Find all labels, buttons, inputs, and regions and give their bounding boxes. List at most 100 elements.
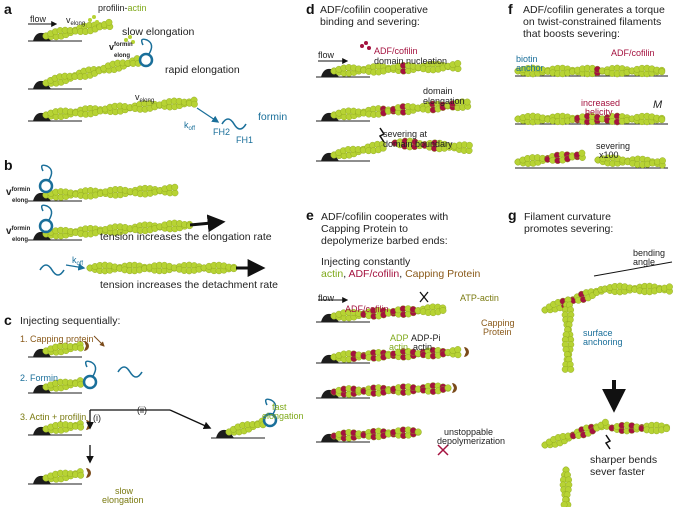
panel-g-bending: bending — [633, 248, 666, 258]
panel-c-branch-ii: (ii) — [137, 405, 147, 415]
panel-a-rapid-elongation: rapid elongation — [165, 64, 240, 76]
panel-g-letter: g — [508, 207, 517, 223]
panel-a-letter: a — [4, 1, 12, 17]
actin-subunit — [567, 365, 575, 373]
panel-a-elong-sub: elong — [114, 53, 130, 59]
panel-a-monomers — [131, 40, 135, 44]
actin-subunit — [465, 141, 473, 149]
actin-subunit — [379, 144, 387, 152]
actin-subunit — [105, 18, 113, 26]
panel-a-velong-3: velong — [135, 92, 155, 104]
panel-c-formin-2 — [82, 374, 98, 390]
panel-c-branch-i: (i) — [93, 413, 101, 423]
formin-fh1-icon — [40, 204, 53, 221]
actin-subunit — [658, 68, 666, 76]
panel-a-profilin-actin — [95, 20, 99, 24]
panel-e-cross-icon — [419, 291, 429, 303]
panel-a-velong-formin: vformin — [109, 42, 133, 52]
panel-d-adf-dots — [360, 44, 364, 48]
panel-f-letter: f — [508, 1, 513, 17]
formin-fh1-icon — [264, 398, 277, 415]
panel-a-profilin-label: profilin-actin — [98, 3, 147, 13]
panel-e-atp-actin: ATP-actin — [460, 293, 499, 303]
panel-d-elongation: elongation — [423, 96, 465, 106]
panel-g-surface: surface — [583, 328, 613, 338]
panel-e-capper-2 — [464, 347, 469, 357]
actin-subunit — [602, 418, 609, 426]
actin-subunit — [439, 307, 447, 314]
panel-a-slow-elongation: slow elongation — [122, 26, 195, 38]
panel-c-squiggle — [117, 366, 143, 378]
panel-d-flow: flow — [318, 50, 335, 60]
panel-g-title-1: Filament curvature — [524, 211, 611, 223]
formin-fh1-icon — [40, 164, 53, 181]
actin-subunit — [171, 189, 179, 197]
panel-b-elong-sub-1: elong — [12, 198, 28, 204]
actin-subunit — [578, 149, 586, 157]
panel-b-formin-1 — [38, 178, 54, 194]
panel-g-severing-bolt-icon — [604, 434, 612, 450]
panel-a-koff-arrow — [196, 107, 220, 123]
panel-d-adf-label: ADF/cofilin — [374, 46, 418, 56]
panel-d-domain: domain — [423, 86, 453, 96]
panel-a-fh1: FH1 — [236, 135, 254, 145]
panel-g-sharper: sharper bends — [590, 454, 658, 466]
panel-a-fh2: FH2 — [213, 127, 231, 137]
panel-f-biotin: biotin — [516, 54, 538, 64]
panel-e-title-2: Capping Protein to — [321, 223, 408, 235]
panel-b-released-formin — [39, 264, 65, 276]
panel-c-step3: 3. Actin + profilin — [20, 412, 87, 422]
actin-subunit — [77, 423, 85, 431]
panel-c-step2: 2. Formin — [20, 373, 59, 383]
actin-subunit — [454, 346, 462, 353]
actin-subunit — [560, 501, 568, 507]
panel-b-elong-sub-2: elong — [12, 237, 28, 243]
panel-e-adppi-actin: actin — [413, 342, 433, 352]
panel-d-adf-dots — [364, 41, 368, 45]
panel-a-flow-label: flow — [30, 14, 47, 24]
actin-subunit — [659, 157, 666, 165]
panel-e-injecting: Injecting constantly — [321, 256, 411, 268]
panel-e-unstoppable: unstoppable — [444, 427, 494, 437]
panel-a-profilin-actin — [88, 18, 92, 22]
panel-a-koff: koff — [184, 120, 196, 132]
panel-e-adp-actin: actin — [389, 342, 409, 352]
panel-c-step1: 1. Capping protein — [20, 334, 94, 344]
actin-subunit — [658, 116, 666, 124]
panel-a-profilin-actin — [92, 15, 96, 19]
panel-c-capper-4 — [86, 468, 91, 478]
actin-subunit — [454, 60, 462, 67]
panel-g-angle-line — [593, 261, 673, 277]
panel-c-branch-ii-arrow — [169, 409, 212, 429]
panel-a-monomers — [128, 35, 132, 39]
panel-f-severing: severing — [596, 141, 631, 151]
panel-d-severing: severing at — [383, 129, 428, 139]
panel-c-fast-2: elongation — [262, 411, 304, 421]
panel-e-cross-icon-2 — [437, 444, 449, 456]
panel-b-tension-detachment: tension increases the detachment rate — [100, 279, 279, 291]
panel-g-sever-faster: sever faster — [590, 466, 645, 478]
panel-f-title-3: that boosts severing: — [523, 28, 620, 40]
panel-f-title-1: ADF/cofilin generates a torque — [523, 4, 665, 16]
panel-e-letter: e — [306, 207, 314, 223]
actin-subunit — [190, 100, 198, 108]
panel-d-nucleation: domain nucleation — [374, 56, 448, 66]
actin-subunit — [463, 98, 471, 106]
panel-e-title-3: depolymerize barbed ends: — [321, 235, 448, 247]
actin-subunit — [666, 283, 673, 291]
panel-f-title-2: on twist-constrained filaments — [523, 16, 662, 28]
panel-e-adp: ADP — [390, 333, 409, 343]
formin-fh1-icon — [140, 38, 153, 55]
panel-g-title-2: promotes severing: — [524, 223, 614, 235]
panel-b-velong-formin-2: vformin — [6, 226, 31, 237]
panel-c-formin-5 — [262, 412, 278, 428]
panel-a-released-formin — [221, 118, 247, 130]
panel-f-increased: increased — [581, 98, 621, 108]
panel-a-formin — [138, 52, 154, 68]
panel-d-adf-dots — [367, 46, 371, 50]
panel-e-flow: flow — [318, 293, 335, 303]
panel-e-adppi: ADP-Pi — [411, 333, 441, 343]
panel-b-formin-2 — [38, 218, 54, 234]
panel-b-koff: koff — [72, 255, 84, 267]
